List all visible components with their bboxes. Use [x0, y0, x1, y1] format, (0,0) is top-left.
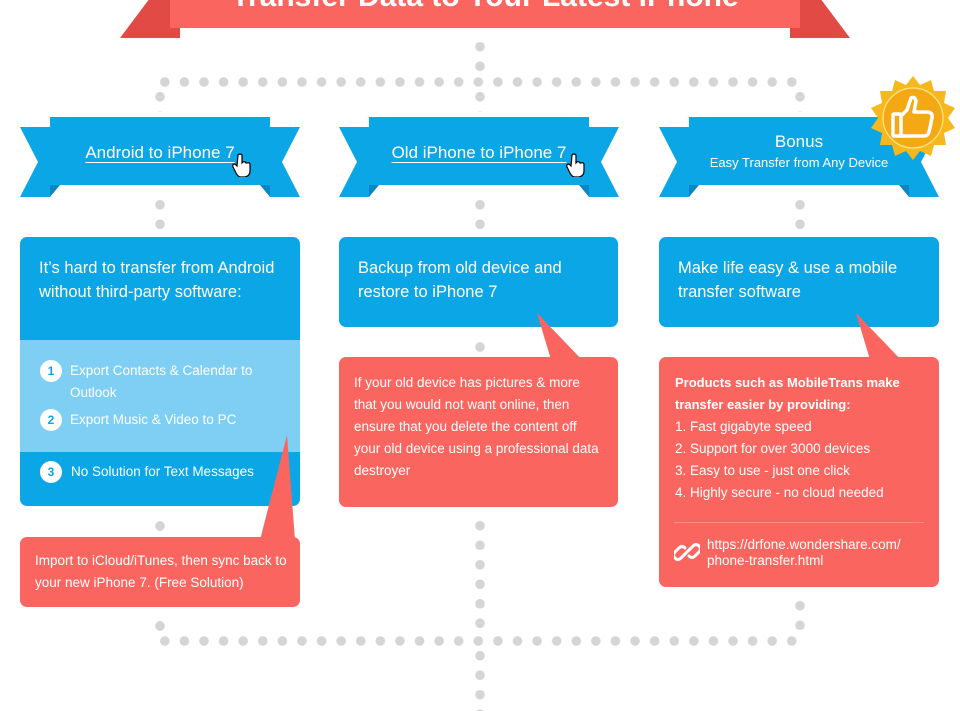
- step-text: No Solution for Text Messages: [71, 464, 254, 479]
- callout-pointer: [537, 313, 585, 363]
- thumbs-up-icon: [871, 76, 955, 160]
- connector-top: [475, 37, 485, 77]
- step-text: Export Music & Video to PC: [70, 412, 237, 427]
- connector-col1-mid: [155, 195, 165, 235]
- connector-bottom-horizontal: [155, 636, 805, 646]
- ribbon-old-iphone-to-iphone: Old iPhone to iPhone 7: [339, 117, 619, 197]
- hand-cursor-icon: [232, 153, 251, 177]
- connector-col3-bottom: [795, 596, 805, 636]
- android-note-card: Import to iCloud/iTunes, then sync back …: [20, 537, 300, 607]
- mobiletrans-link[interactable]: https://drfone.wondershare.com/phone-tra…: [707, 537, 901, 568]
- bonus-info-card: Make life easy & use a mobile transfer s…: [659, 237, 939, 327]
- page-title: Transfer Data to Your Latest iPhone: [170, 0, 800, 14]
- android-to-iphone-link[interactable]: Android to iPhone 7: [85, 143, 235, 162]
- ribbon-android-to-iphone: Android to iPhone 7: [20, 117, 300, 197]
- list-item: 4. Highly secure - no cloud needed: [675, 485, 884, 500]
- ribbon-shape: [20, 117, 300, 197]
- connector-col1-note: [155, 516, 165, 536]
- hand-cursor-icon: [566, 153, 585, 177]
- android-card-text: It’s hard to transfer from Android witho…: [39, 259, 275, 301]
- connector-col1-top: [155, 87, 165, 112]
- list-item: 1. Fast gigabyte speed: [675, 419, 812, 434]
- old-iphone-note-card: If your old device has pictures & more t…: [339, 357, 618, 507]
- callout-pointer: [260, 435, 295, 540]
- list-item: 2. Support for over 3000 devices: [675, 441, 871, 456]
- old-iphone-to-iphone-link[interactable]: Old iPhone to iPhone 7: [391, 143, 567, 162]
- android-note-text: Import to iCloud/iTunes, then sync back …: [35, 553, 287, 590]
- connector-col3-mid: [795, 195, 805, 235]
- title-banner: [120, 0, 850, 38]
- step-number: 3: [40, 461, 62, 483]
- link-icon: [674, 543, 700, 561]
- android-info-card: It’s hard to transfer from Android witho…: [20, 237, 300, 506]
- ribbon-shape: [339, 117, 619, 197]
- connector-col2-card: [475, 337, 485, 357]
- connector-top-horizontal: [155, 77, 805, 87]
- bonus-card-text: Make life easy & use a mobile transfer s…: [678, 259, 898, 301]
- list-item: 3. Easy to use - just one click: [675, 463, 850, 478]
- bonus-note-content: Products such as MobileTrans make transf…: [675, 372, 927, 504]
- bonus-note-card: Products such as MobileTrans make transf…: [659, 357, 939, 587]
- connector-col2-bottom: [475, 516, 485, 636]
- step-text: Export Contacts & Calendar to Outlook: [70, 363, 253, 400]
- android-steps-band: [20, 340, 300, 452]
- bonus-title: Bonus: [774, 132, 824, 151]
- old-iphone-info-card: Backup from old device and restore to iP…: [339, 237, 618, 327]
- divider: [674, 522, 924, 523]
- old-iphone-note-text: If your old device has pictures & more t…: [354, 375, 599, 478]
- bonus-note-heading: Products such as MobileTrans make transf…: [675, 375, 900, 412]
- callout-pointer: [856, 313, 904, 363]
- connector-col2-mid: [475, 195, 485, 235]
- step-number: 1: [40, 360, 62, 382]
- bonus-subtitle: Easy Transfer from Any Device: [709, 155, 889, 170]
- step-number: 2: [40, 409, 62, 431]
- connector-col1-bottom: [155, 616, 165, 636]
- bonus-ribbon-text: Bonus Easy Transfer from Any Device: [659, 132, 939, 172]
- connector-col2-top: [475, 87, 485, 112]
- connector-bottom: [475, 646, 485, 711]
- old-iphone-card-text: Backup from old device and restore to iP…: [358, 259, 562, 301]
- connector-col3-top: [795, 87, 805, 112]
